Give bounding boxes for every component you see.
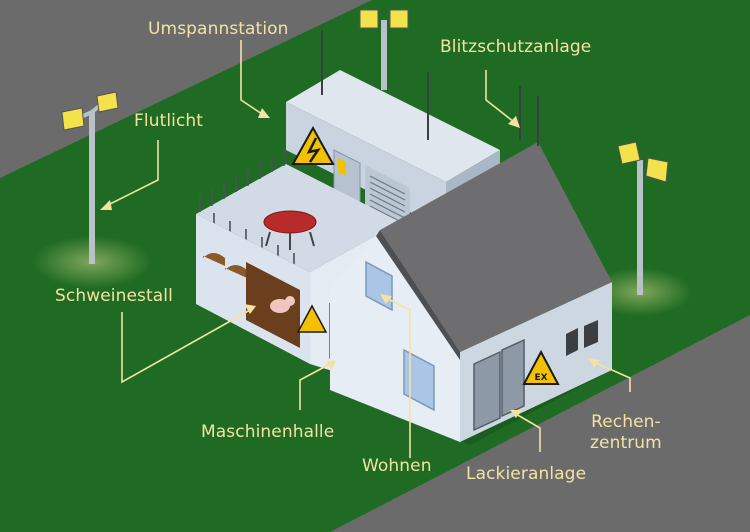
paint-shop-door — [473, 350, 501, 432]
floodlight-icon — [617, 141, 669, 295]
leader-arrowheads — [100, 108, 600, 418]
flash-warning-sign-icon — [291, 125, 335, 165]
window — [403, 348, 435, 412]
label-flutlicht: Flutlicht — [134, 111, 204, 131]
paint-shop-door — [501, 338, 525, 418]
leader-lines — [105, 40, 631, 458]
data-center-vent — [566, 320, 598, 356]
label-umspannstation: Umspannstation — [148, 19, 289, 39]
label-wohnen: Wohnen — [362, 456, 432, 476]
roof — [380, 142, 612, 352]
label-rechenzentrum: Rechen- zentrum — [590, 412, 662, 453]
roof-edge — [376, 230, 460, 360]
substation-top — [286, 70, 500, 182]
floodlight-icon — [359, 9, 409, 90]
lightning-rod-icon — [321, 30, 521, 140]
pig-icon — [270, 296, 295, 313]
patio-table — [263, 210, 317, 250]
label-maschinenhalle: Maschinenhalle — [201, 422, 335, 442]
window — [203, 253, 247, 278]
label-blitzschutzanlage: Blitzschutzanlage — [440, 37, 592, 57]
explosion-ex-sign-icon: EX — [522, 349, 560, 385]
warning-sign-icon — [296, 304, 328, 333]
label-lackieranlage: Lackieranlage — [466, 464, 587, 484]
svg-text:EX: EX — [534, 373, 547, 383]
label-schweinestall: Schweinestall — [55, 286, 173, 306]
floodlight-icon — [61, 91, 119, 264]
